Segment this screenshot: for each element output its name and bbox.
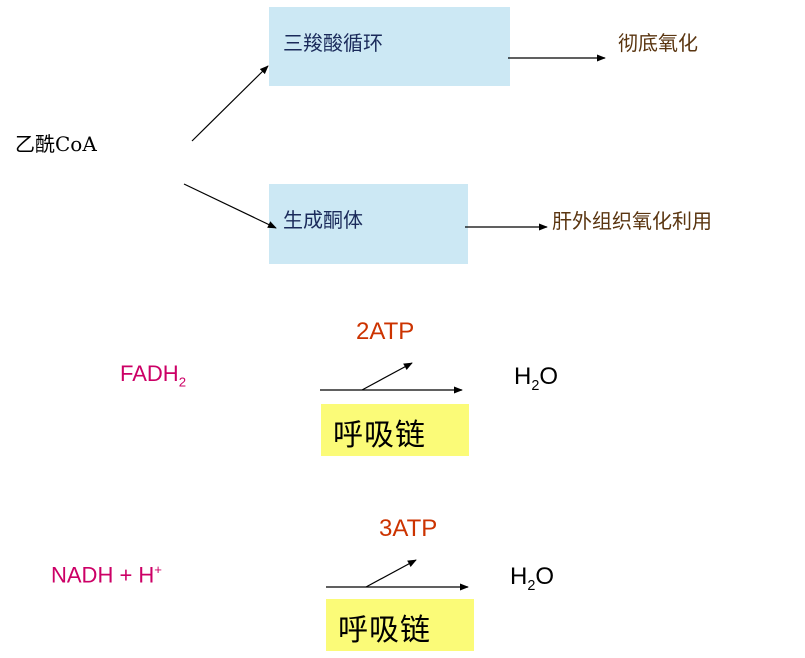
fadh-atp-label: 2ATP	[356, 318, 415, 345]
extrahepatic-label: 肝外组织氧化利用	[552, 209, 712, 233]
arrow-to-ketone	[183, 183, 277, 229]
nadh-atp-branch	[365, 559, 417, 588]
nadh-atp-label: 3ATP	[379, 515, 438, 542]
nadh-chain-label: 呼吸链	[338, 613, 431, 648]
nadh-label: NADH + H+	[51, 562, 162, 588]
fadh-water-label: H2O	[514, 363, 559, 394]
tca-cycle-box	[269, 7, 510, 86]
ketone-body-label: 生成酮体	[283, 208, 363, 232]
nadh-water-label: H2O	[510, 563, 555, 594]
tca-cycle-label: 三羧酸循环	[283, 31, 383, 55]
fadh2-label: FADH2	[120, 361, 187, 390]
ketone-body-box	[269, 184, 468, 264]
acetyl-coa-label: 乙酰CoA	[15, 132, 97, 156]
fadh-atp-branch	[361, 362, 413, 391]
arrow-to-tca	[191, 65, 269, 142]
fadh-chain-box	[321, 404, 469, 456]
complete-oxidation-label: 彻底氧化	[618, 31, 698, 55]
nadh-chain-box	[326, 599, 474, 651]
fadh-chain-label: 呼吸链	[333, 418, 426, 453]
